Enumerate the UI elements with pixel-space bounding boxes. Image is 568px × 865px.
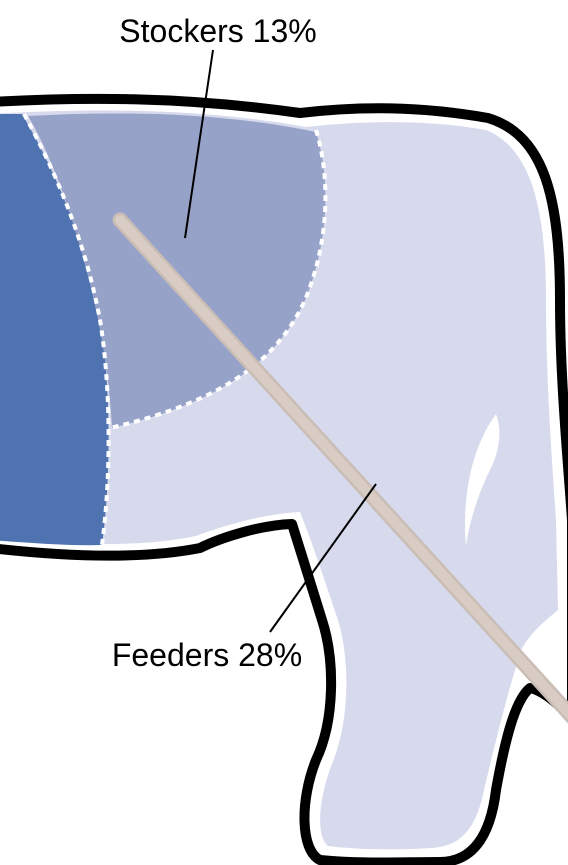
adjacent-region: [0, 114, 109, 546]
leg-highlight: [465, 414, 500, 546]
feeders-leader-line: [269, 483, 377, 633]
pointer-stick: [115, 215, 568, 720]
boundary-line-stockers: [109, 129, 328, 430]
stockers-leader-line: [184, 49, 214, 239]
boundary-line-left: [22, 113, 111, 546]
stockers-region: [28, 113, 326, 428]
feeders-label: Feeders 28%: [112, 637, 302, 673]
stockers-label: Stockers 13%: [119, 13, 316, 49]
